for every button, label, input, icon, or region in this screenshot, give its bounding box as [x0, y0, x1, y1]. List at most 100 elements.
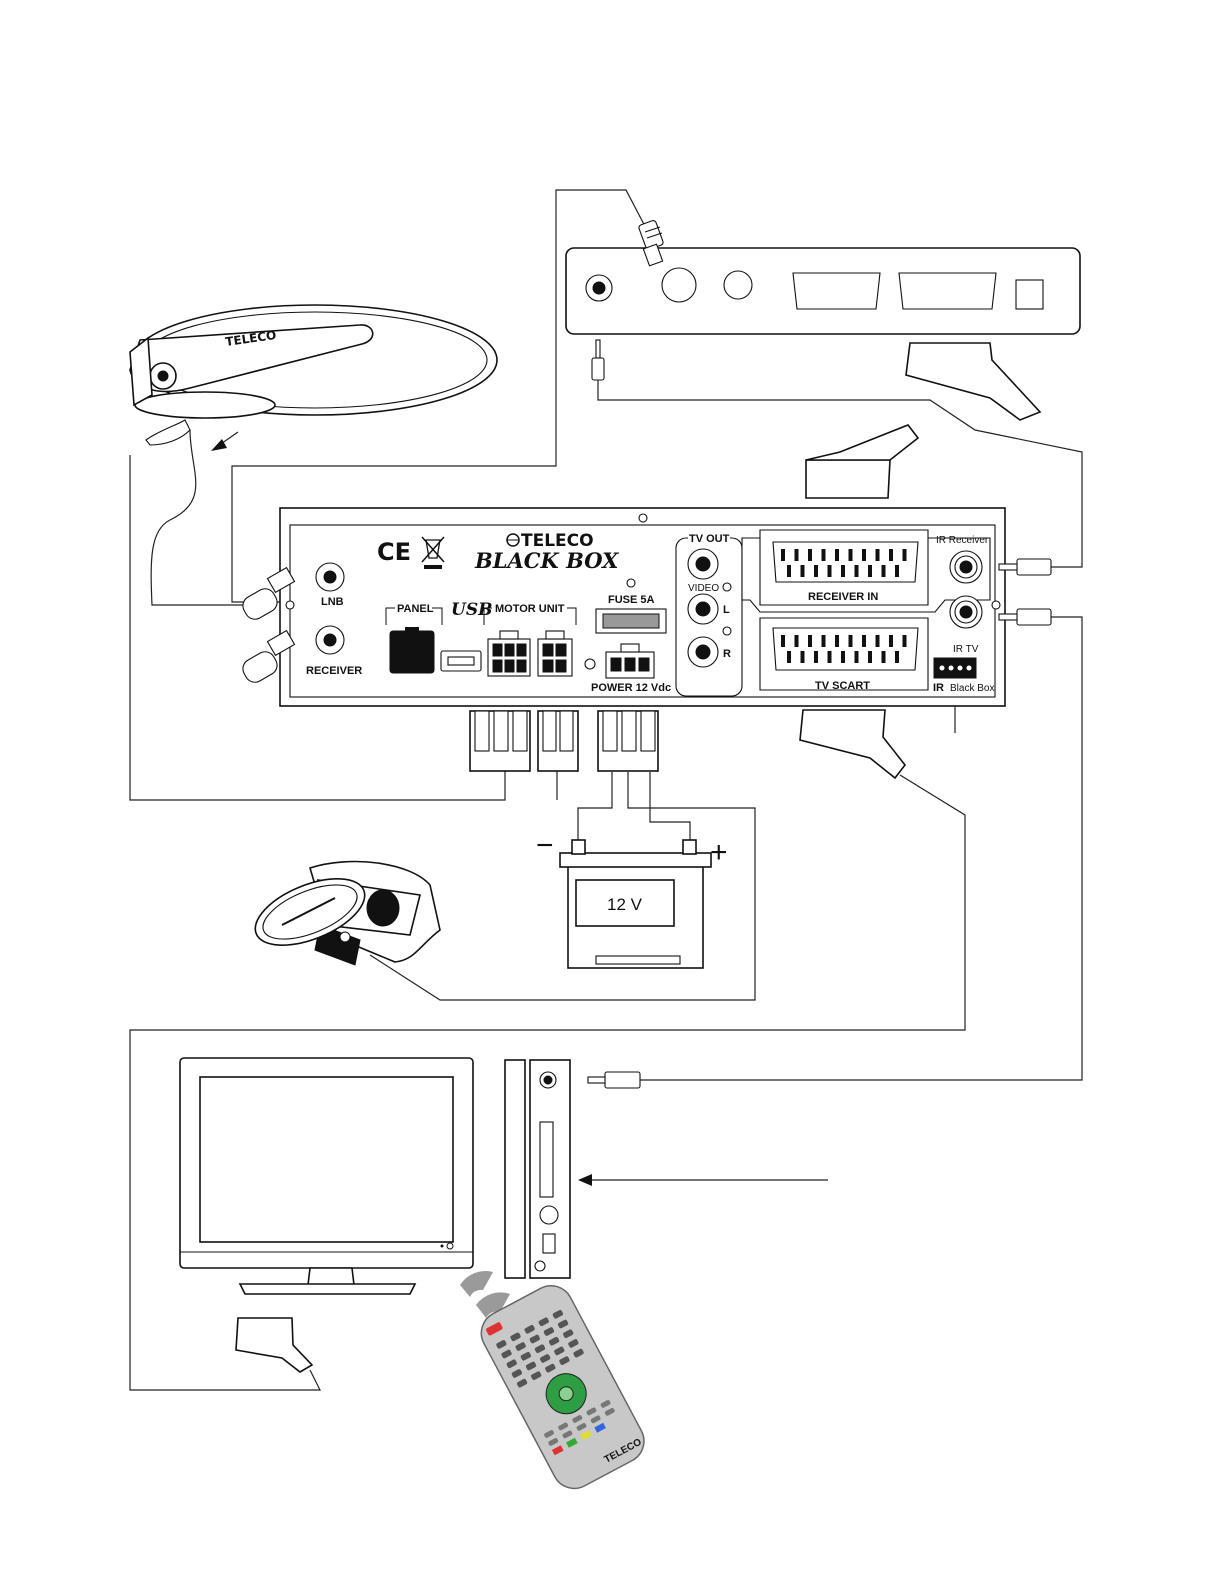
scart-pin — [889, 549, 893, 561]
tv-card-slot — [540, 1122, 553, 1197]
receiver-usb-port — [1016, 280, 1043, 309]
box-right-screw — [992, 601, 1000, 609]
motor-plug-large — [470, 711, 530, 771]
scart-pin — [801, 565, 805, 577]
fuse — [603, 614, 659, 628]
audio-left-label: L — [723, 604, 730, 616]
ir-pin-2 — [949, 666, 954, 671]
product-name: BLACK BOX — [474, 548, 619, 573]
fuse-led — [627, 579, 635, 587]
power-plug — [598, 711, 658, 771]
receiver-rf-in — [662, 268, 696, 302]
battery: 12 V − + — [536, 829, 728, 968]
scart-pin — [882, 565, 886, 577]
receiver-rf-out — [724, 271, 752, 299]
scart-pin — [855, 565, 859, 577]
scart-pin — [849, 549, 853, 561]
tv-scart-plug — [800, 710, 905, 778]
tv-stand — [240, 1284, 415, 1294]
audio-right-jack-pin — [696, 645, 710, 659]
receiver-ir-jack-hole — [593, 282, 605, 294]
tv-ir-jack-hole — [544, 1076, 552, 1084]
battery-minus-sign: − — [536, 829, 554, 862]
receiver-scart-2 — [899, 273, 996, 309]
receiver-in-label: RECEIVER IN — [808, 591, 878, 603]
scart-pin — [868, 565, 872, 577]
battery-minus-terminal — [572, 840, 585, 854]
ir-receiver-label: IR Receiver — [936, 535, 989, 546]
tv-screen — [200, 1077, 453, 1242]
ir-wave-1 — [460, 1271, 493, 1297]
usb-label: USB — [451, 600, 492, 620]
scart-pin — [862, 635, 866, 647]
scart-pin — [828, 651, 832, 663]
tv-power-led — [447, 1243, 453, 1249]
power-label: POWER 12 Vdc — [591, 682, 671, 694]
tv-scart-label: TV SCART — [815, 680, 870, 692]
scart-pin — [841, 651, 845, 663]
battery-bottom-mark — [596, 956, 680, 964]
scart-pin — [835, 549, 839, 561]
ir-tv-plug — [999, 609, 1051, 625]
battery-plus-sign: + — [710, 836, 728, 869]
video-label: VIDEO — [688, 583, 719, 594]
power-minus-cable — [578, 772, 612, 845]
tv-sensor — [441, 1245, 444, 1248]
scart-pin — [862, 549, 866, 561]
panel-port — [390, 631, 434, 673]
panel-port-tab — [405, 627, 419, 632]
fuse-label: FUSE 5A — [608, 594, 655, 606]
ir-blackbox-label: Black Box — [950, 683, 994, 694]
antenna-cable-exit — [146, 420, 190, 445]
scart-pin — [876, 635, 880, 647]
ir-receiver-jack-hole — [960, 561, 972, 573]
scart-pin — [795, 635, 799, 647]
ir-blackbox-label-prefix: IR — [933, 682, 944, 694]
scart-pin — [814, 565, 818, 577]
ir-tv-jack-hole — [960, 606, 972, 618]
gauge-2 — [367, 890, 399, 926]
antenna-base — [135, 392, 275, 418]
power-led — [585, 659, 595, 669]
tv-bottom-scart-plug — [236, 1318, 312, 1372]
battery-voltage: 12 V — [607, 895, 643, 914]
remote-control: TELECO — [474, 1278, 652, 1496]
scart-pin — [868, 651, 872, 663]
plugs-below-box — [470, 710, 905, 778]
scart-pin — [808, 635, 812, 647]
video-jack-pin — [696, 557, 710, 571]
scart-pin — [855, 651, 859, 663]
scart-plug-loose — [806, 460, 890, 498]
ignition — [340, 932, 350, 942]
scart-pin — [895, 651, 899, 663]
scart-pin — [841, 565, 845, 577]
receiver-label: RECEIVER — [306, 665, 362, 677]
scart-pin — [835, 635, 839, 647]
receiver-port-pin — [324, 634, 336, 646]
antenna-lnb-hole — [158, 371, 168, 381]
tv-neck — [308, 1268, 354, 1285]
panel-label: PANEL — [397, 603, 434, 615]
scart-pin — [781, 635, 785, 647]
battery-plus-terminal — [683, 840, 696, 854]
tv-scart — [773, 628, 918, 670]
scart-pin — [895, 565, 899, 577]
audio-left-jack-pin — [696, 602, 710, 616]
battery-top — [560, 853, 711, 867]
tv-out-label: TV OUT — [689, 533, 730, 545]
scart-pin — [781, 549, 785, 561]
receiver-scart-plug — [906, 343, 1040, 420]
tv-side-button — [540, 1206, 558, 1224]
side-panel-arrowhead — [578, 1174, 592, 1186]
flat-antenna: TELECO — [130, 305, 497, 445]
scart-pin — [822, 635, 826, 647]
scart-pin — [882, 651, 886, 663]
tv-ir-plug — [588, 1072, 640, 1088]
ir-pin-3 — [958, 666, 963, 671]
scart-pin — [787, 565, 791, 577]
tv-side-edge — [505, 1060, 525, 1278]
antenna-coax-cable — [151, 430, 250, 605]
scart-pin — [814, 651, 818, 663]
scart-pin — [808, 549, 812, 561]
